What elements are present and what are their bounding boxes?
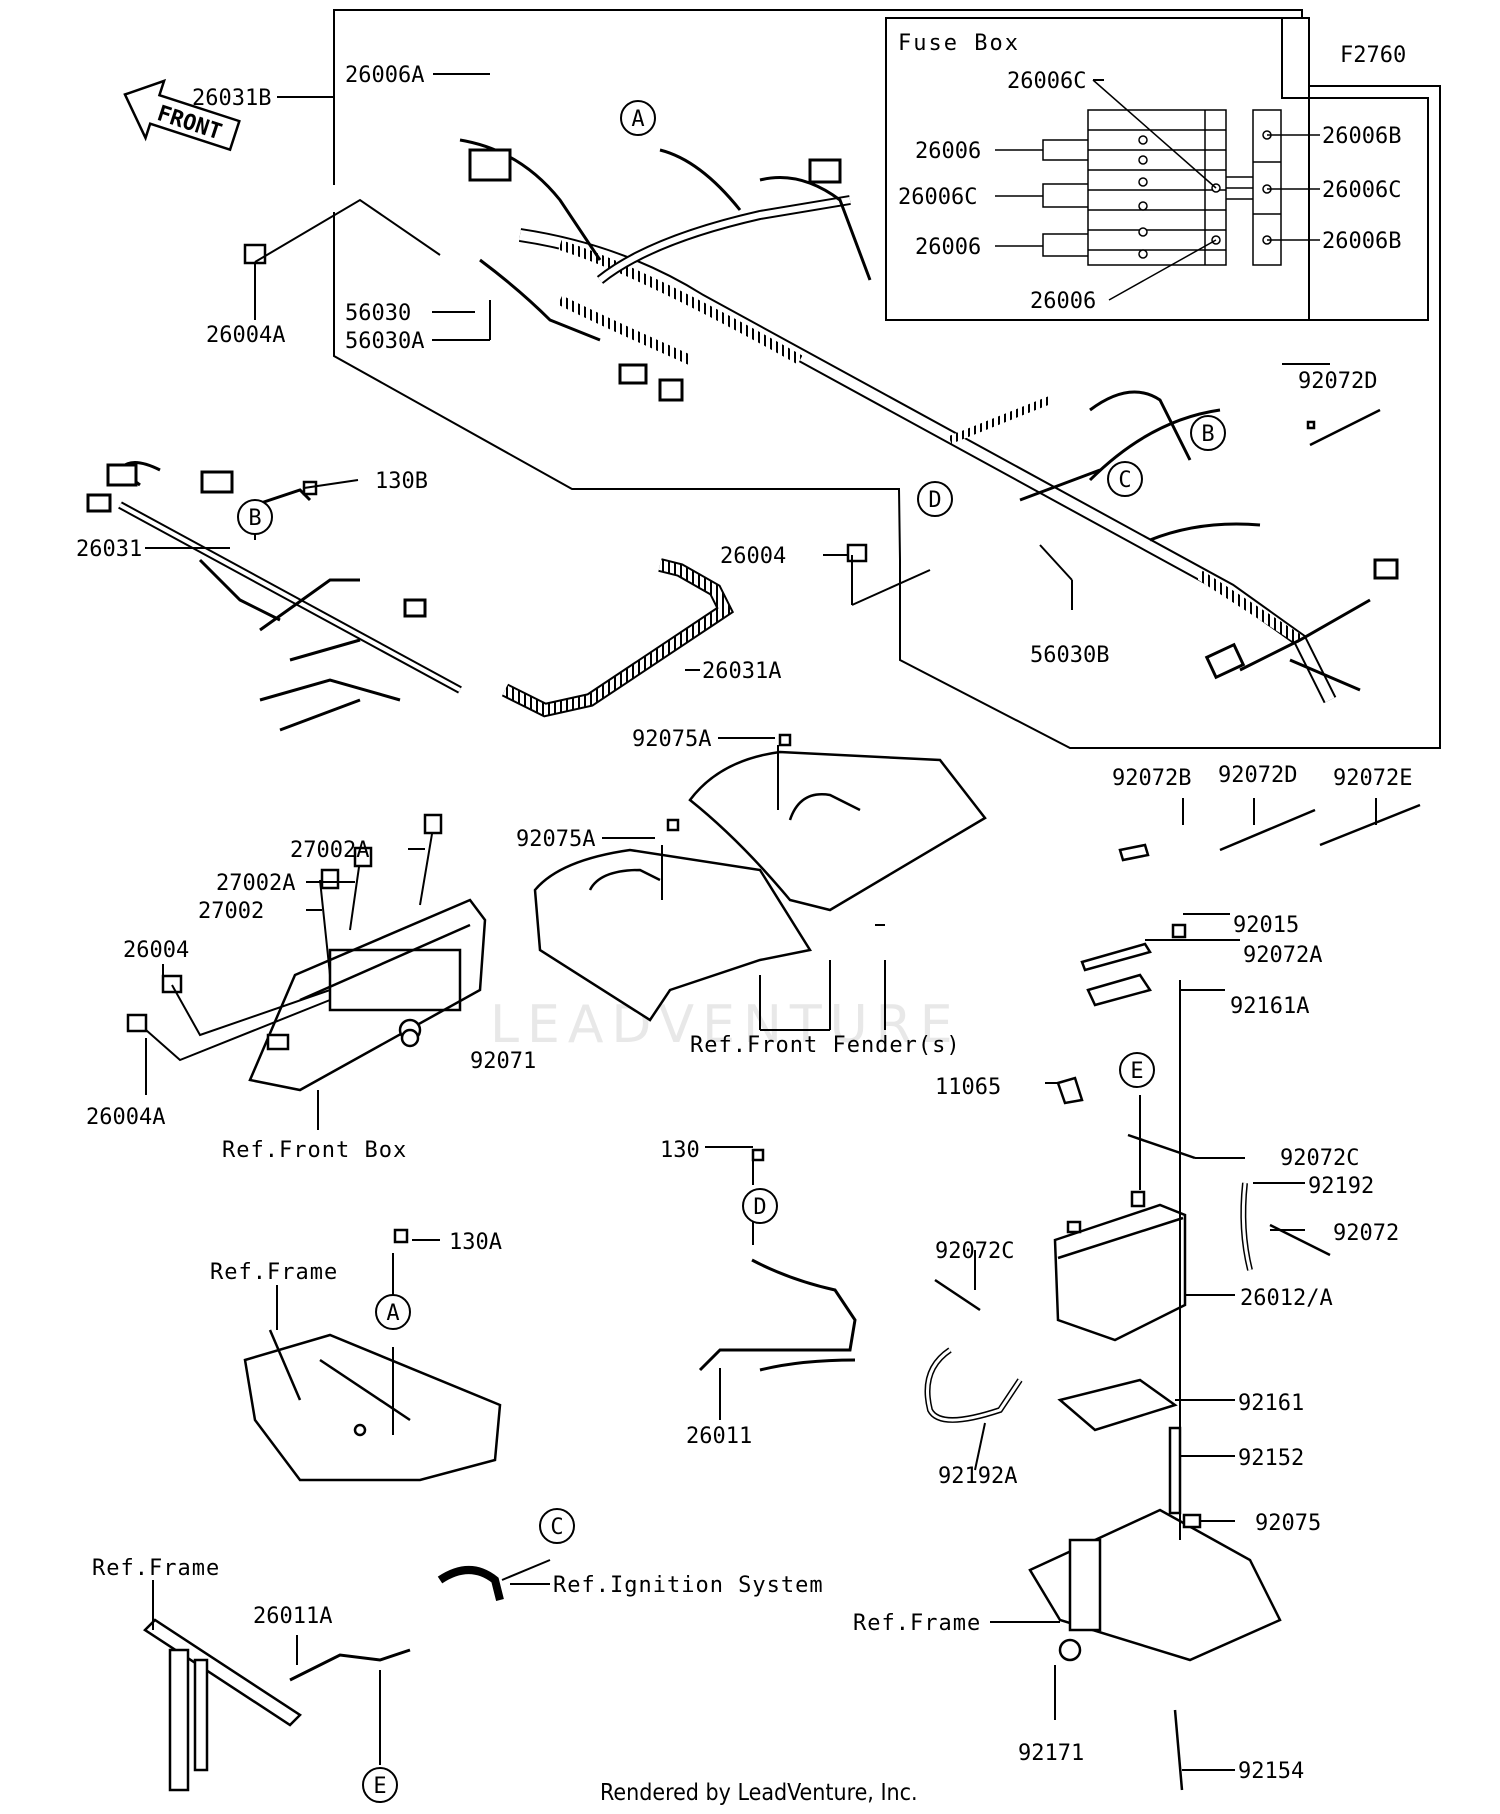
label-56030B: 56030B bbox=[1030, 643, 1109, 668]
fuse-label-26006C-right: 26006C bbox=[1322, 178, 1401, 203]
label-26031B: 26031B bbox=[192, 86, 271, 111]
callout-a: A bbox=[631, 107, 644, 132]
label-92152: 92152 bbox=[1238, 1446, 1304, 1471]
fuse-box-outline bbox=[1281, 18, 1429, 321]
label-26004-mid: 26004 bbox=[720, 544, 786, 569]
label-92072B: 92072B bbox=[1112, 766, 1191, 791]
label-26004A-top: 26004A bbox=[206, 323, 285, 348]
label-92075A-1: 92075A bbox=[632, 727, 711, 752]
label-92072D-top: 92072D bbox=[1298, 369, 1377, 394]
fuse-box-title: Fuse Box bbox=[898, 31, 1020, 56]
front-fenders bbox=[533, 750, 987, 1022]
harness-26031 bbox=[86, 461, 462, 732]
callout-letters: A B B C D E D A C E bbox=[248, 107, 1214, 1799]
fuse-label-26006B-2: 26006B bbox=[1322, 229, 1401, 254]
diagram-code: F2760 bbox=[1340, 43, 1406, 68]
fuse-label-26006-1: 26006 bbox=[915, 139, 981, 164]
label-27002A-1: 27002A bbox=[290, 838, 369, 863]
label-92072: 92072 bbox=[1333, 1221, 1399, 1246]
label-92075: 92075 bbox=[1255, 1511, 1321, 1536]
harness-group-outline bbox=[333, 9, 1441, 749]
footer-credit: Rendered by LeadVenture, Inc. bbox=[600, 1780, 918, 1806]
label-26011A: 26011A bbox=[253, 1604, 332, 1629]
label-27002: 27002 bbox=[198, 899, 264, 924]
callout-d-2: D bbox=[753, 1195, 766, 1220]
label-92161A: 92161A bbox=[1230, 994, 1309, 1019]
fuse-box-panel bbox=[885, 17, 1310, 321]
relay-leaders bbox=[319, 827, 434, 976]
label-130B: 130B bbox=[375, 469, 428, 494]
label-26011: 26011 bbox=[686, 1424, 752, 1449]
label-92161: 92161 bbox=[1238, 1391, 1304, 1416]
label-26004-left: 26004 bbox=[123, 938, 189, 963]
watermark-text: LEADVENTURE bbox=[490, 995, 961, 1055]
label-11065: 11065 bbox=[935, 1075, 1001, 1100]
label-92072E: 92072E bbox=[1333, 766, 1412, 791]
cable-26011 bbox=[698, 1258, 857, 1372]
frame-section-a bbox=[243, 1329, 502, 1482]
callout-d: D bbox=[928, 488, 941, 513]
front-arrow-icon: FRONT bbox=[123, 78, 241, 152]
fuse-label-26006B-1: 26006B bbox=[1322, 124, 1401, 149]
label-26031A: 26031A bbox=[702, 659, 781, 684]
callout-c: C bbox=[1118, 468, 1131, 493]
cable-26011A bbox=[289, 1648, 411, 1682]
callout-e-2: E bbox=[373, 1774, 386, 1799]
label-92072A: 92072A bbox=[1243, 943, 1322, 968]
label-ref-front-box: Ref.Front Box bbox=[222, 1138, 407, 1163]
label-92071: 92071 bbox=[470, 1049, 536, 1074]
main-wiring-harness bbox=[459, 138, 1399, 704]
label-92154: 92154 bbox=[1238, 1759, 1304, 1784]
callout-circles bbox=[237, 100, 1226, 1803]
label-92192: 92192 bbox=[1308, 1174, 1374, 1199]
label-56030: 56030 bbox=[345, 301, 411, 326]
label-92171: 92171 bbox=[1018, 1741, 1084, 1766]
label-27002A-2: 27002A bbox=[216, 871, 295, 896]
label-130A: 130A bbox=[449, 1230, 502, 1255]
label-92072D: 92072D bbox=[1218, 763, 1297, 788]
callout-b: B bbox=[248, 506, 261, 531]
relay-27002A-1 bbox=[423, 813, 443, 835]
label-ref-frame-3: Ref.Frame bbox=[853, 1611, 981, 1636]
label-92192A: 92192A bbox=[938, 1464, 1017, 1489]
fuse-label-26006C-top: 26006C bbox=[1007, 69, 1086, 94]
label-26031: 26031 bbox=[76, 537, 142, 562]
fuse-label-26006C-mid: 26006C bbox=[898, 185, 977, 210]
callout-e: E bbox=[1130, 1059, 1143, 1084]
front-box bbox=[248, 898, 487, 1092]
ignition-lead bbox=[437, 1566, 504, 1601]
label-ref-front-fender: Ref.Front Fender(s) bbox=[690, 1033, 961, 1058]
label-130: 130 bbox=[660, 1138, 700, 1163]
callout-a-2: A bbox=[386, 1301, 399, 1326]
label-26006A: 26006A bbox=[345, 63, 424, 88]
frame-section-b bbox=[143, 1618, 302, 1792]
label-92072C-mid: 92072C bbox=[935, 1239, 1014, 1264]
fuse-label-26006-2: 26006 bbox=[915, 235, 981, 260]
label-ref-ignition: Ref.Ignition System bbox=[553, 1573, 824, 1598]
label-26004A-left: 26004A bbox=[86, 1105, 165, 1130]
label-92015: 92015 bbox=[1233, 913, 1299, 938]
label-56030A: 56030A bbox=[345, 329, 424, 354]
part-labels: 26031B 26006A 26004A 56030 56030A 26006C… bbox=[76, 63, 1412, 1784]
callout-b-2: B bbox=[1201, 422, 1214, 447]
frame-section-c bbox=[1028, 1508, 1282, 1662]
relay-27002A-2 bbox=[353, 846, 373, 868]
battery bbox=[1053, 1190, 1187, 1432]
fuse-box-internals bbox=[995, 79, 1320, 301]
label-92072C-right: 92072C bbox=[1280, 1146, 1359, 1171]
label-26012A: 26012/A bbox=[1240, 1286, 1333, 1311]
callout-c-2: C bbox=[550, 1515, 563, 1540]
relay-27002 bbox=[320, 868, 340, 890]
label-ref-frame-2: Ref.Frame bbox=[92, 1556, 220, 1581]
fuse-label-26006-bot: 26006 bbox=[1030, 289, 1096, 314]
label-ref-frame-1: Ref.Frame bbox=[210, 1260, 338, 1285]
label-92075A-2: 92075A bbox=[516, 827, 595, 852]
cable-92192A bbox=[924, 1347, 1023, 1423]
